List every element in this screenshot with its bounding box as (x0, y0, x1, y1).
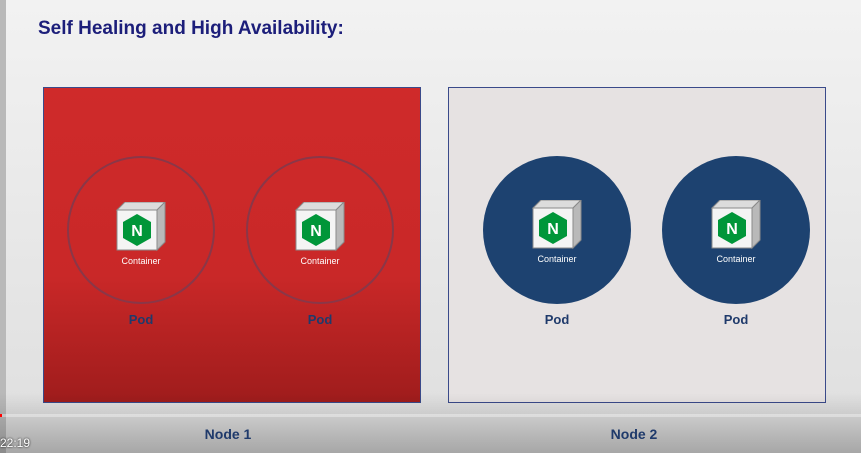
nginx-icon: N (294, 202, 345, 252)
pod-1-node-2: N Container (483, 156, 631, 304)
pod-1-node-1: N Container (67, 156, 215, 304)
nginx-icon: N (710, 200, 761, 250)
container-label: Container (121, 256, 161, 266)
pod-label: Pod (128, 312, 154, 327)
node-2-box: N Container N Container Pod Pod (448, 87, 826, 403)
nginx-glyph: N (310, 223, 322, 240)
container-label: Container (716, 254, 756, 264)
node-1-label: Node 1 (204, 426, 252, 442)
container-label: Container (300, 256, 340, 266)
nginx-icon: N (115, 202, 166, 252)
pod-label: Pod (544, 312, 570, 327)
nginx-glyph: N (726, 221, 738, 238)
container-label: Container (537, 254, 577, 264)
pod-2-node-2: N Container (662, 156, 810, 304)
nginx-icon: N (531, 200, 582, 250)
pod-2-node-1: N Container (246, 156, 394, 304)
video-progress-bar[interactable] (0, 414, 861, 417)
video-timestamp: 22:19 (0, 436, 31, 450)
pod-label: Pod (723, 312, 749, 327)
slide-title: Self Healing and High Availability: (38, 18, 344, 39)
node-2-label: Node 2 (610, 426, 658, 442)
video-progress-fill (0, 414, 2, 417)
pod-label: Pod (307, 312, 333, 327)
left-edge-strip (0, 0, 6, 453)
nginx-glyph: N (131, 223, 143, 240)
node-1-box: N Container N Container Pod Pod (43, 87, 421, 403)
nginx-glyph: N (547, 221, 559, 238)
